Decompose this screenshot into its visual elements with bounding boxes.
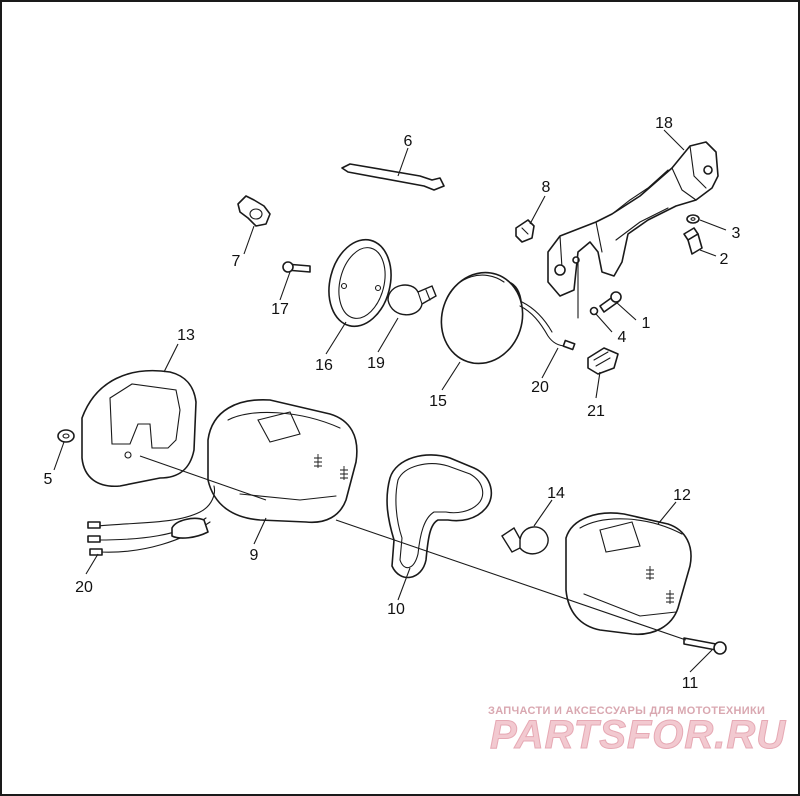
lens-screw-part xyxy=(282,261,311,273)
wire-harness-lower-part xyxy=(87,485,216,556)
watermark-logo: PARTSFOR.RU xyxy=(490,713,786,757)
washer-part xyxy=(686,214,700,224)
callout-20-upper: 20 xyxy=(531,379,549,396)
callout-8: 8 xyxy=(542,179,551,196)
connector-part xyxy=(587,347,619,375)
lamp-housing-small-part xyxy=(440,271,524,365)
callout-19: 19 xyxy=(367,355,385,372)
outer-lamp-housing-part xyxy=(565,512,692,635)
callout-16: 16 xyxy=(315,357,333,374)
bulb-part xyxy=(501,526,549,555)
callout-7: 7 xyxy=(232,253,241,270)
callout-1: 1 xyxy=(642,315,651,332)
callout-20-lower: 20 xyxy=(75,579,93,596)
gasket-part xyxy=(386,454,493,579)
callout-18: 18 xyxy=(655,115,673,132)
callout-5: 5 xyxy=(44,471,53,488)
screw-part xyxy=(599,291,622,313)
nut-part xyxy=(589,306,599,316)
lens-ring-part xyxy=(328,238,392,328)
callout-13: 13 xyxy=(177,327,195,344)
mounting-bracket-part xyxy=(547,141,719,319)
bolt-part xyxy=(683,227,703,255)
long-screw-part xyxy=(683,637,727,655)
grommet-part xyxy=(57,429,75,443)
cable-tie-part xyxy=(341,163,445,191)
callout-3: 3 xyxy=(732,225,741,242)
watermark-tagline: ЗАПЧАСТИ И АКСЕССУАРЫ ДЛЯ МОТОТЕХНИКИ xyxy=(488,705,765,717)
main-lamp-housing-part xyxy=(207,399,358,524)
clip-part xyxy=(515,219,535,243)
callout-6: 6 xyxy=(404,133,413,150)
watermark: ЗАПЧАСТИ И АКСЕССУАРЫ ДЛЯ МОТОТЕХНИКИ PA… xyxy=(488,705,786,758)
callout-10: 10 xyxy=(387,601,405,618)
callout-17: 17 xyxy=(271,301,289,318)
callout-12: 12 xyxy=(673,487,691,504)
callout-15: 15 xyxy=(429,393,447,410)
callout-labels: 1 2 3 4 5 6 7 8 9 10 11 12 13 14 15 16 1… xyxy=(44,115,741,692)
callout-21: 21 xyxy=(587,403,605,420)
callout-2: 2 xyxy=(720,251,729,268)
cable-clamp-part xyxy=(237,195,271,227)
base-plate-part xyxy=(81,369,197,487)
callout-14: 14 xyxy=(547,485,565,502)
callout-4: 4 xyxy=(618,329,627,346)
leader-lines xyxy=(53,129,727,673)
callout-11: 11 xyxy=(682,675,699,692)
callout-9: 9 xyxy=(250,547,259,564)
small-bulb-part xyxy=(387,284,437,316)
wire-lead-upper-part xyxy=(519,301,576,351)
